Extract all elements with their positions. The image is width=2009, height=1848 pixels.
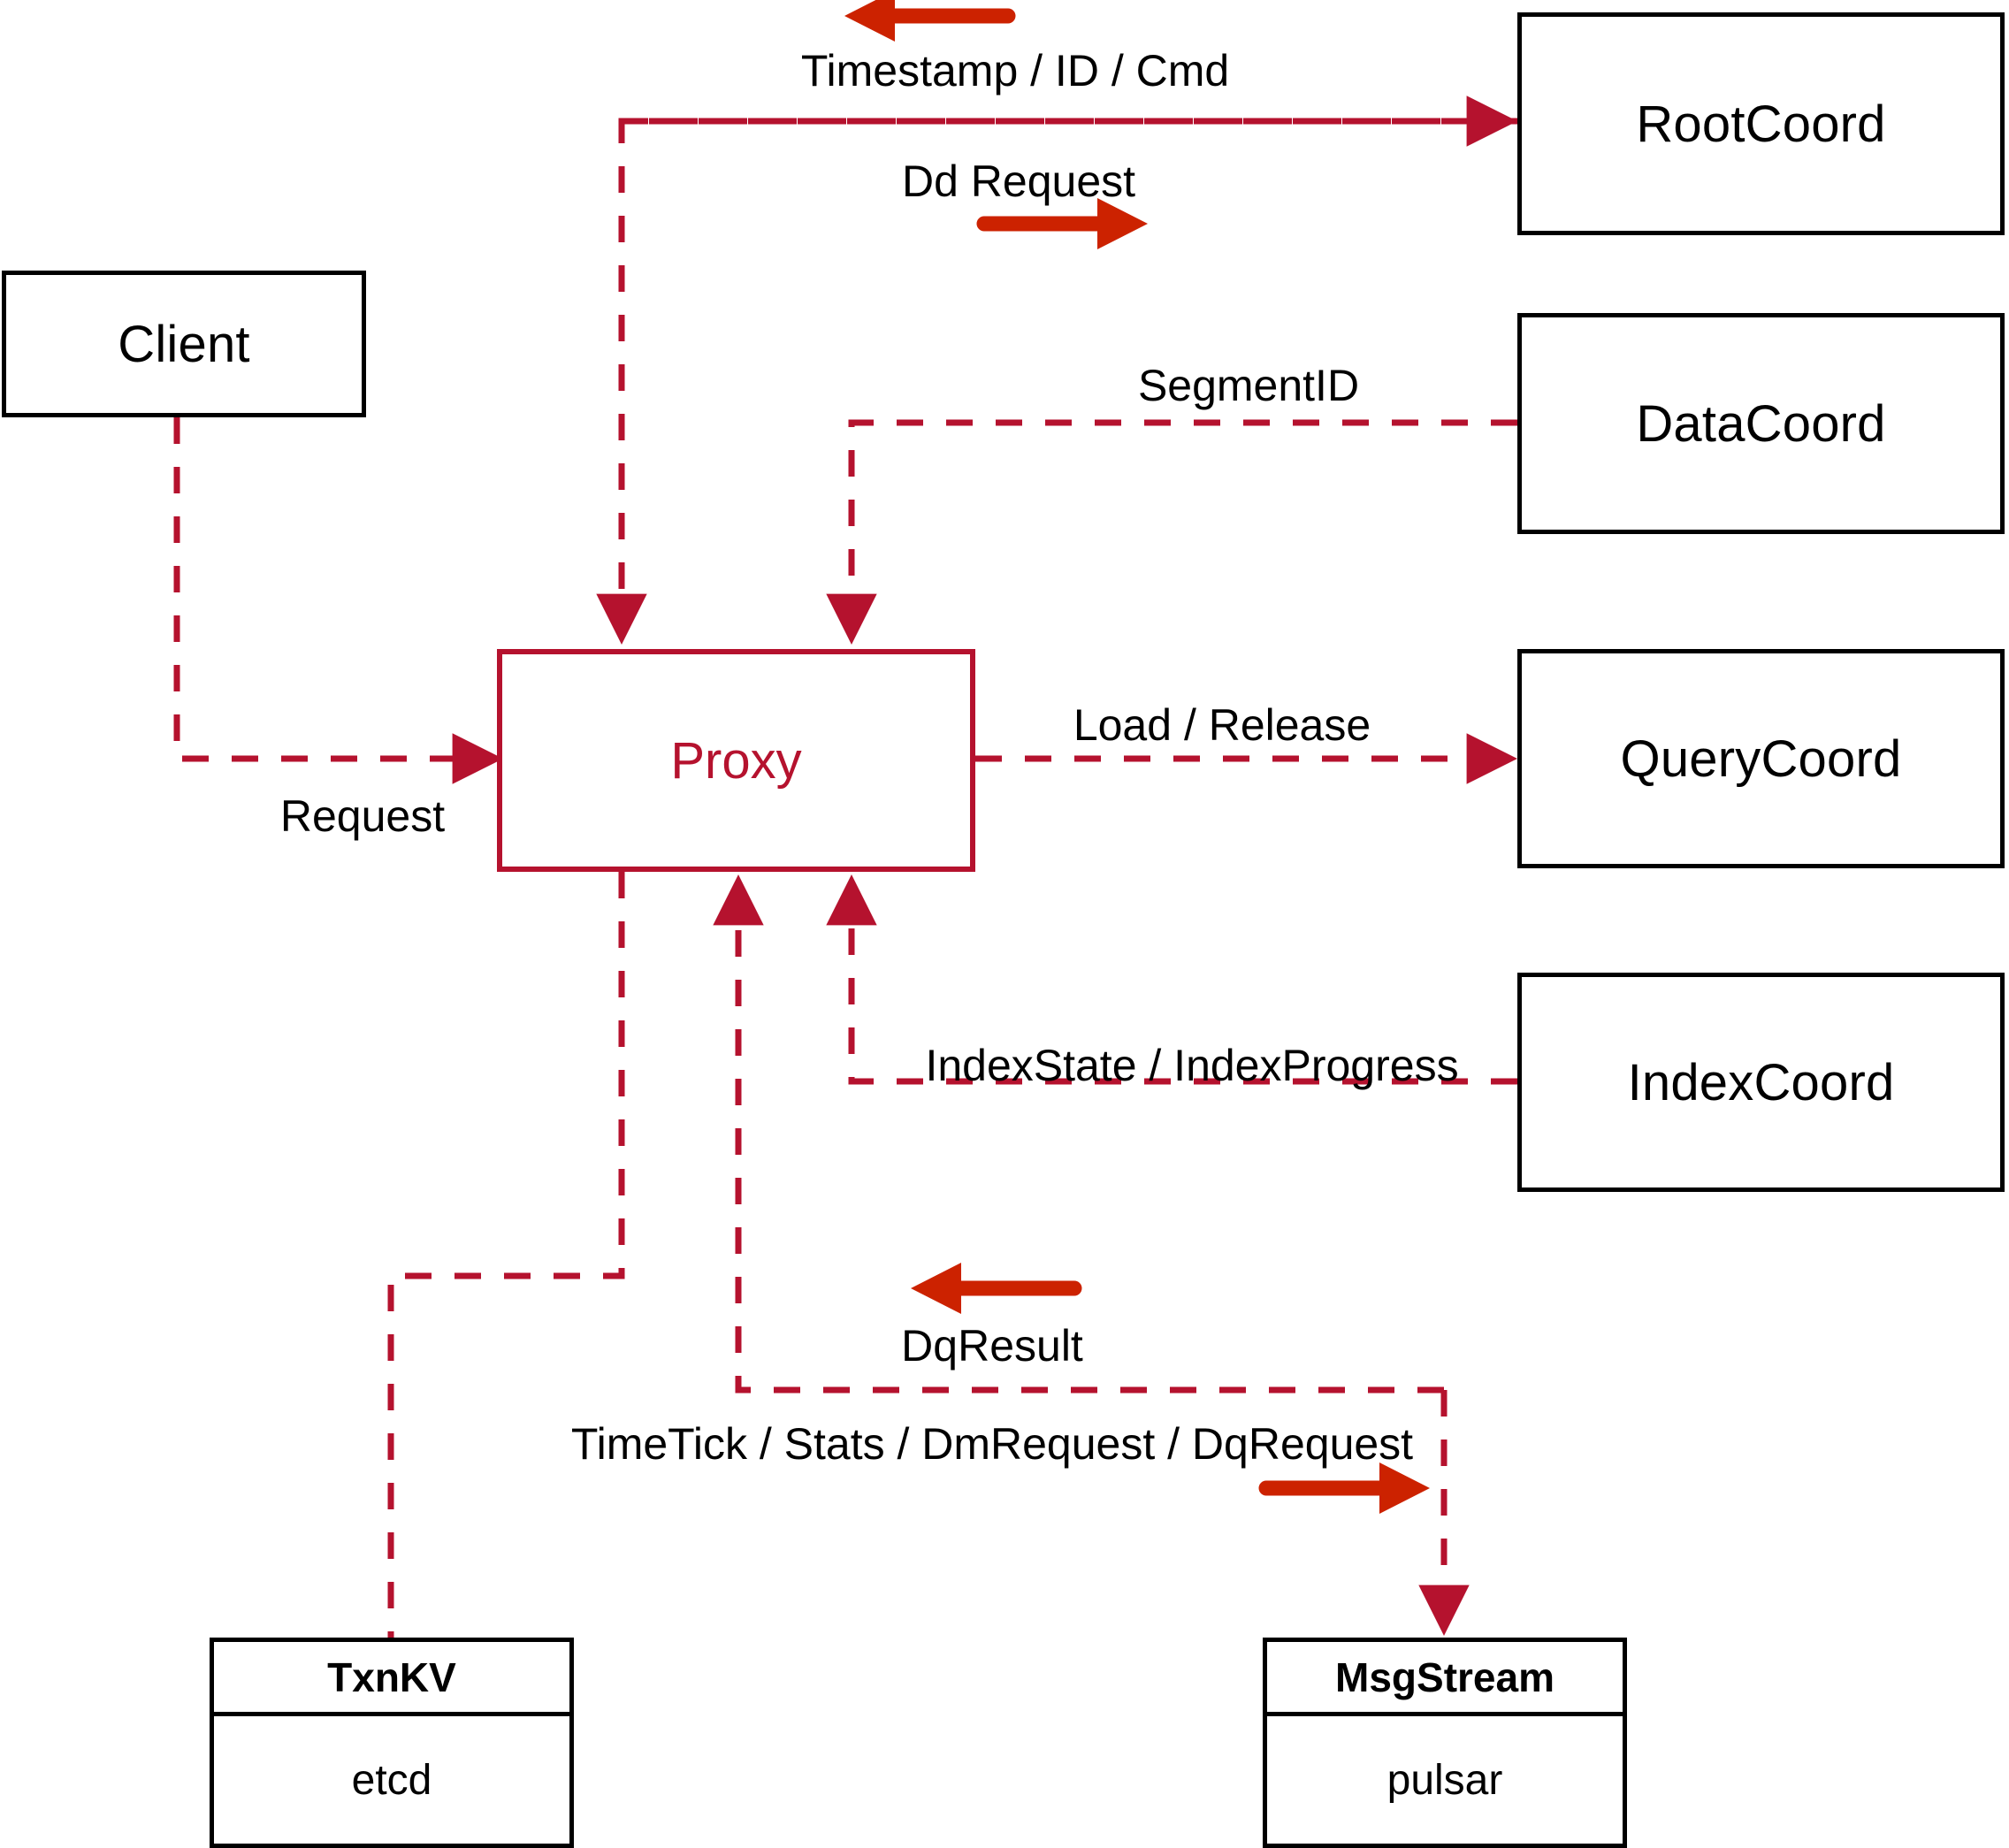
edge-label-timetick-stats-dm-dq: TimeTick / Stats / DmRequest / DqRequest: [570, 1419, 1414, 1469]
node-txnkv-body: etcd: [214, 1716, 569, 1844]
node-root-coord[interactable]: RootCoord: [1517, 12, 2005, 235]
node-client[interactable]: Client: [2, 271, 366, 417]
node-msgstream-header: MsgStream: [1267, 1642, 1623, 1716]
edge-request: [173, 417, 504, 784]
node-txnkv-body-label: etcd: [351, 1756, 432, 1804]
edge-label-index-state-progress: IndexState / IndexProgress: [925, 1041, 1459, 1090]
edge-label-timestamp-id-cmd: Timestamp / ID / Cmd: [800, 46, 1230, 95]
edge-segment-id: [826, 419, 1517, 645]
direction-arrow-dq-result-left: [911, 1263, 1082, 1314]
edge-proxy-txnkv: [387, 872, 625, 1638]
node-msgstream[interactable]: MsgStream pulsar: [1263, 1638, 1627, 1848]
node-txnkv-header-label: TxnKV: [327, 1653, 456, 1700]
edge-label-dd-request: Dd Request: [901, 157, 1136, 206]
node-index-coord-label: IndexCoord: [1627, 1053, 1895, 1111]
node-query-coord-label: QueryCoord: [1620, 729, 1902, 788]
edge-label-dq-result: DqResult: [901, 1321, 1083, 1371]
node-msgstream-header-label: MsgStream: [1335, 1653, 1554, 1700]
edge-label-load-release: Load / Release: [1073, 700, 1371, 750]
node-proxy[interactable]: Proxy: [497, 649, 975, 872]
node-data-coord-label: DataCoord: [1636, 394, 1886, 453]
node-query-coord[interactable]: QueryCoord: [1517, 649, 2005, 868]
edge-label-segment-id: SegmentID: [1137, 361, 1360, 410]
node-msgstream-body: pulsar: [1267, 1716, 1623, 1844]
node-data-coord[interactable]: DataCoord: [1517, 313, 2005, 534]
edge-index-state-progress: [826, 874, 1517, 1085]
node-proxy-label: Proxy: [670, 731, 802, 790]
direction-arrow-timetick-right: [1258, 1462, 1430, 1514]
direction-arrow-timestamp-left: [844, 0, 1016, 42]
node-root-coord-label: RootCoord: [1636, 95, 1886, 153]
node-txnkv[interactable]: TxnKV etcd: [210, 1638, 574, 1848]
node-txnkv-header: TxnKV: [214, 1642, 569, 1716]
direction-arrow-dd-request-right: [976, 198, 1148, 249]
edge-label-request: Request: [279, 791, 446, 841]
node-index-coord[interactable]: IndexCoord: [1517, 973, 2005, 1192]
node-client-label: Client: [118, 315, 250, 373]
edge-dq-result: [713, 874, 1444, 1394]
node-msgstream-body-label: pulsar: [1386, 1756, 1503, 1804]
